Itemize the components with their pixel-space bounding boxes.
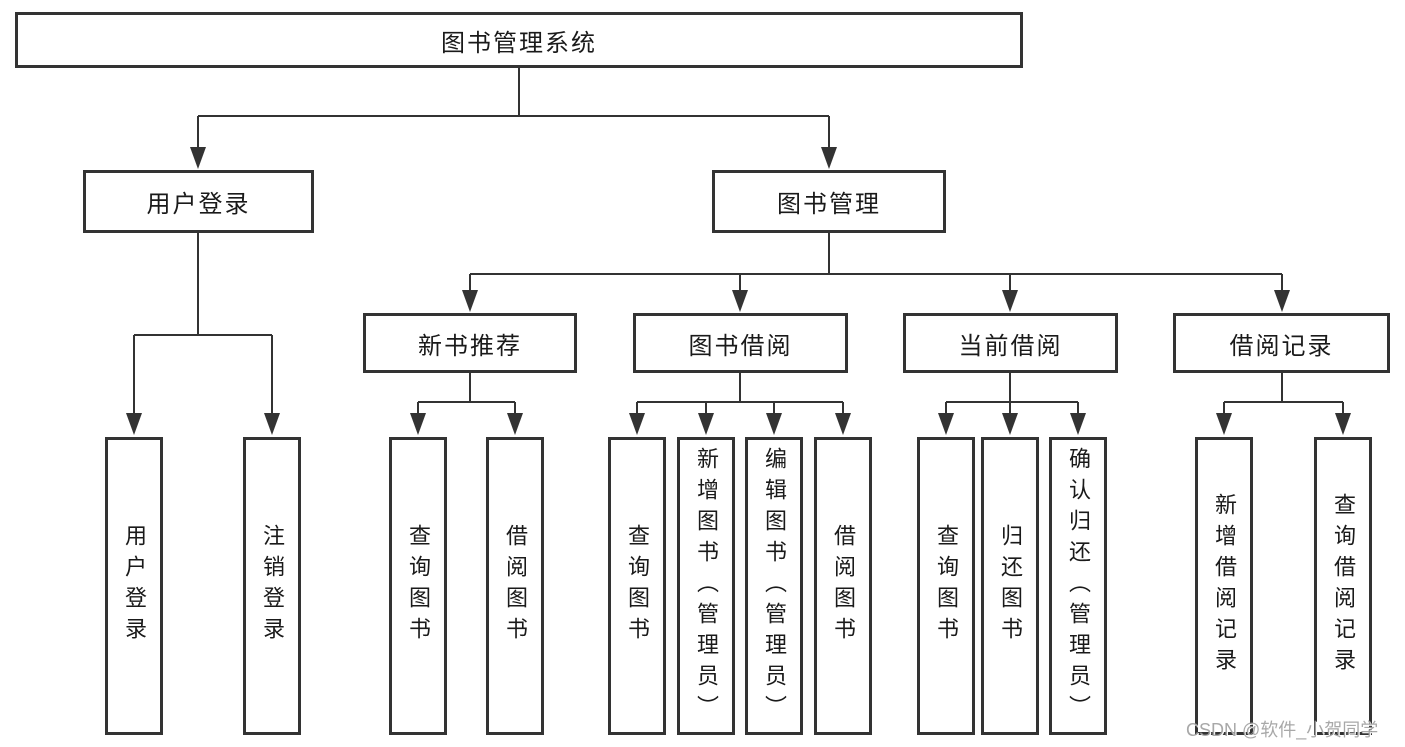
leaf-query-books-borrow-label: 查询图书	[625, 524, 650, 648]
leaf-borrow-books-recommend: 借阅图书	[486, 437, 544, 735]
leaf-edit-book-admin: 编辑图书（管理员）	[745, 437, 803, 735]
leaf-borrow-books: 借阅图书	[814, 437, 872, 735]
leaf-borrow-books-recommend-label: 借阅图书	[503, 524, 528, 648]
leaf-query-borrow-record-label: 查询借阅记录	[1331, 493, 1356, 679]
connector-current-borrow-group	[938, 373, 1086, 435]
node-book-management-label: 图书管理	[777, 191, 881, 218]
leaf-return-book-label: 归还图书	[998, 524, 1023, 648]
leaf-user-login: 用户登录	[105, 437, 163, 735]
leaf-borrow-books-label: 借阅图书	[831, 524, 856, 648]
node-current-borrow-label: 当前借阅	[958, 332, 1063, 360]
leaf-add-borrow-record: 新增借阅记录	[1195, 437, 1253, 735]
node-borrow-records: 借阅记录	[1173, 313, 1390, 373]
leaf-add-borrow-record-label: 新增借阅记录	[1212, 493, 1237, 679]
node-book-borrow: 图书借阅	[633, 313, 848, 373]
leaf-logout-label: 注销登录	[260, 524, 285, 648]
connector-book-management-branch	[462, 233, 1290, 312]
leaf-user-login-label: 用户登录	[122, 524, 147, 648]
connector-borrow-records-group	[1216, 373, 1351, 435]
connector-user-login-branch	[126, 233, 280, 435]
watermark-text: CSDN @软件_小贺同学	[1186, 720, 1379, 740]
node-borrow-records-label: 借阅记录	[1229, 332, 1334, 360]
leaf-return-book: 归还图书	[981, 437, 1039, 735]
leaf-add-book-admin-label: 新增图书（管理员）	[694, 446, 719, 726]
leaf-query-books-recommend-label: 查询图书	[406, 524, 431, 648]
connector-root-branch	[190, 68, 837, 169]
node-root-label: 图书管理系统	[441, 29, 597, 57]
leaf-add-book-admin: 新增图书（管理员）	[677, 437, 735, 735]
leaf-confirm-return-admin-label: 确认归还（管理员）	[1066, 446, 1091, 726]
node-user-login-label: 用户登录	[146, 191, 251, 218]
connector-book-borrow-group	[629, 373, 851, 435]
node-book-management: 图书管理	[712, 170, 946, 233]
node-book-borrow-label: 图书借阅	[688, 332, 793, 360]
node-user-login: 用户登录	[83, 170, 314, 233]
leaf-query-books-borrow: 查询图书	[608, 437, 666, 735]
leaf-logout: 注销登录	[243, 437, 301, 735]
leaf-query-borrow-record: 查询借阅记录	[1314, 437, 1372, 735]
leaf-edit-book-admin-label: 编辑图书（管理员）	[762, 446, 787, 726]
node-new-book-recommend: 新书推荐	[363, 313, 577, 373]
leaf-confirm-return-admin: 确认归还（管理员）	[1049, 437, 1107, 735]
leaf-query-books-current-label: 查询图书	[934, 524, 959, 648]
node-current-borrow: 当前借阅	[903, 313, 1118, 373]
leaf-query-books-current: 查询图书	[917, 437, 975, 735]
leaf-query-books-recommend: 查询图书	[389, 437, 447, 735]
node-new-book-recommend-label: 新书推荐	[418, 332, 522, 360]
node-root: 图书管理系统	[15, 12, 1023, 68]
connector-new-book-recommend-group	[410, 373, 523, 435]
